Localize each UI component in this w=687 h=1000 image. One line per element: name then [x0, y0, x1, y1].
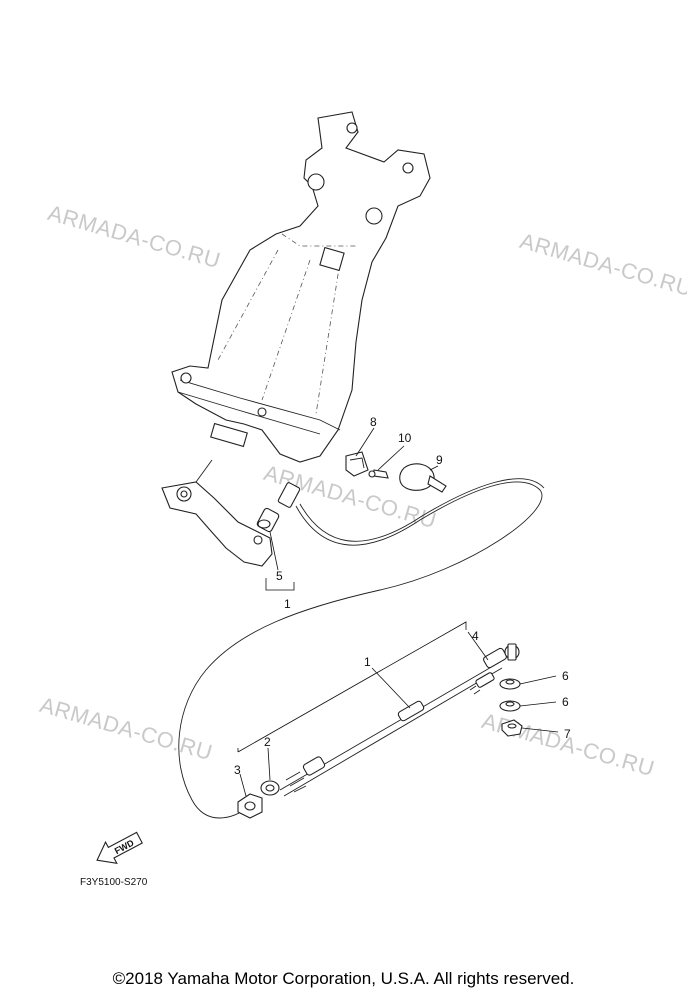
lower-arm-bracket: [161, 459, 273, 567]
steering-cable: [178, 478, 545, 819]
cable-lower-hardware: [237, 643, 523, 819]
copyright-notice: ©2018 Yamaha Motor Corporation, U.S.A. A…: [112, 969, 575, 988]
callout-4: 4: [472, 629, 479, 643]
callout-10: 10: [398, 431, 412, 445]
diagram-code: F3Y5100-S270: [80, 877, 148, 888]
forward-arrow-icon: FWD: [96, 831, 143, 865]
callout-6-lower: 6: [562, 695, 569, 709]
cable-upper-end: [256, 482, 301, 533]
steering-frame: [171, 111, 431, 463]
callout-1-upper: 1: [284, 597, 291, 611]
leader-lines: [237, 427, 559, 797]
callout-6-upper: 6: [562, 669, 569, 683]
cable-clip-set: [345, 451, 447, 493]
callout-9: 9: [436, 453, 443, 467]
callout-2: 2: [264, 735, 271, 749]
callout-5: 5: [276, 569, 283, 583]
callout-1-lower: 1: [364, 655, 371, 669]
callout-7: 7: [564, 727, 571, 741]
callout-3: 3: [234, 763, 241, 777]
callout-8: 8: [370, 415, 377, 429]
